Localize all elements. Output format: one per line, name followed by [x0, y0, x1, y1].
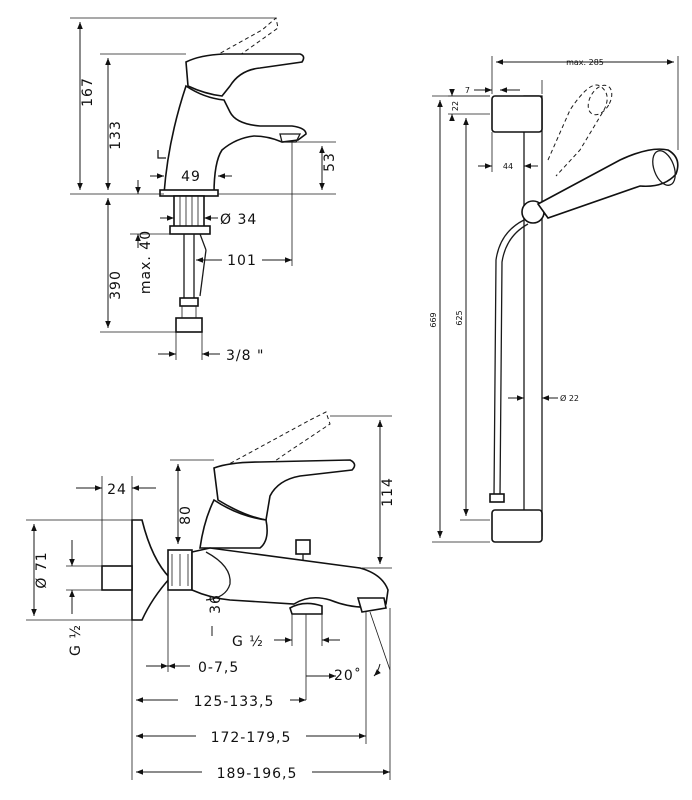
handshower-ghost — [547, 84, 608, 177]
dim-44: 44 — [503, 162, 513, 171]
dim-max-285: max. 285 — [566, 58, 604, 67]
dim-angle-20: 20˚ — [334, 667, 362, 684]
lever-ghost-outline — [189, 17, 279, 83]
dim-22: 22 — [451, 101, 460, 111]
top-wall-bracket — [491, 95, 543, 133]
dim-189-196-5: 189-196,5 — [217, 766, 298, 782]
dim-thread-bottom: G ½ — [232, 634, 264, 650]
bath-cartridge-body — [199, 498, 268, 549]
popup-rod — [157, 150, 166, 159]
body-curve — [205, 551, 231, 601]
bath-lever — [213, 459, 356, 521]
dim-114: 114 — [380, 477, 396, 507]
bottom-wall-bracket — [491, 509, 543, 543]
dim-172-179-5: 172-179,5 — [211, 730, 292, 746]
dim-max-40: max. 40 — [138, 230, 154, 294]
basin-base-plate — [159, 189, 219, 197]
dim-7: 7 — [465, 86, 470, 95]
wall-connector — [101, 565, 133, 591]
dim-diameter-34: Ø 34 — [220, 212, 257, 228]
basin-lever — [185, 53, 305, 97]
handshower — [536, 148, 679, 219]
bath-spout-outlet — [356, 597, 387, 613]
dim-connection-3-8: 3/8 " — [226, 348, 264, 364]
basin-fixing-nut — [169, 225, 211, 235]
hose-nut-1 — [179, 297, 199, 307]
shower-set-drawing: max. 285 7 22 44 669 625 Ø 22 — [429, 56, 679, 543]
basin-shank — [173, 195, 205, 229]
shower-outlet — [289, 602, 323, 615]
dim-625: 625 — [455, 310, 464, 325]
dim-0-7-5: 0-7,5 — [198, 660, 239, 676]
shower-rail — [523, 95, 543, 537]
dim-133: 133 — [108, 120, 124, 150]
shower-hose — [493, 219, 525, 497]
hose-connector — [489, 493, 505, 503]
dim-diameter-22: Ø 22 — [560, 393, 579, 403]
hose-nut-2 — [175, 317, 203, 333]
wall-flange — [131, 519, 172, 621]
dim-24: 24 — [107, 482, 127, 498]
basin-mixer-drawing: 167 133 53 49 Ø 34 101 390 max. 40 — [70, 17, 338, 364]
dim-125-133-5: 125-133,5 — [194, 694, 275, 710]
bath-main-body — [191, 547, 389, 608]
dim-390: 390 — [108, 270, 124, 300]
dim-thread-left: G ½ — [68, 624, 84, 656]
dim-101: 101 — [227, 253, 257, 269]
dim-167: 167 — [80, 77, 96, 107]
bath-mixer-drawing: 24 80 114 Ø 71 G ½ 36 G ½ — [26, 411, 396, 782]
dim-669: 669 — [429, 312, 438, 327]
dim-49: 49 — [181, 169, 201, 185]
dim-diameter-71: Ø 71 — [34, 551, 50, 588]
dim-53: 53 — [322, 152, 338, 172]
diverter-knob — [295, 539, 311, 555]
dim-80: 80 — [178, 505, 194, 525]
dim-36: 36 — [208, 594, 224, 614]
bath-lever-ghost — [217, 411, 331, 489]
